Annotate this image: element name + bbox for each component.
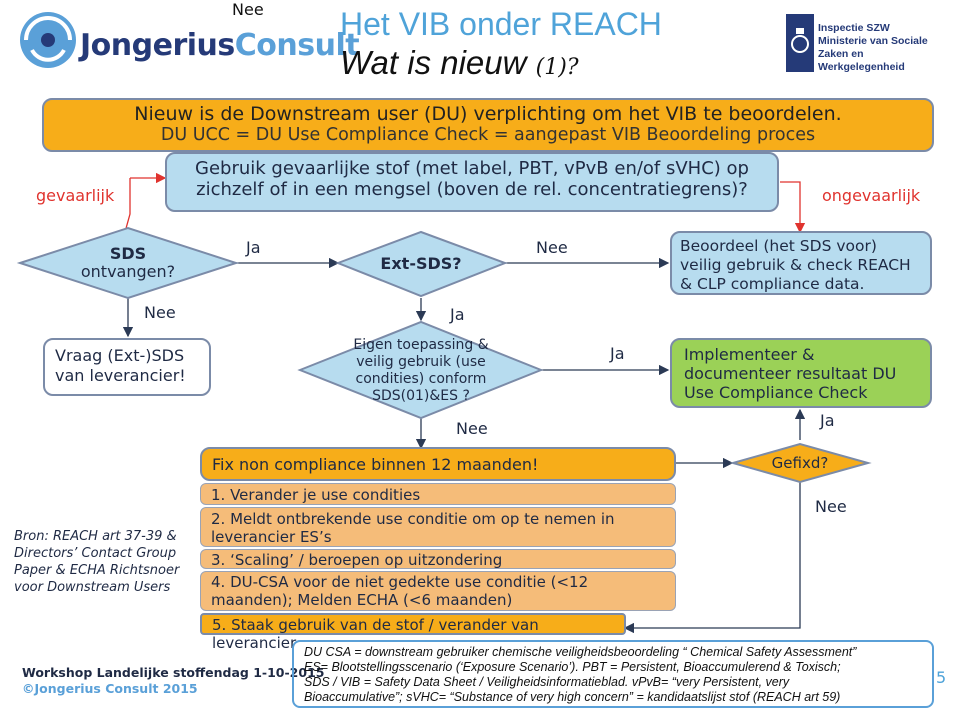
no-label-2: Nee <box>144 303 176 322</box>
no-label-4: Nee <box>815 497 847 516</box>
glossary-line1: DU CSA = downstream gebruiker chemische … <box>304 645 857 659</box>
yes-label-1: Ja <box>246 238 261 257</box>
sds-received-label: SDS ontvangen? <box>68 245 188 281</box>
question-line1: Gebruik gevaarlijke stof (met label, PBT… <box>195 158 749 179</box>
question-line2: zichzelf of in een mengsel (boven de rel… <box>196 179 748 200</box>
inspectie-line1: Inspectie SZW <box>818 22 890 34</box>
own-use-label: Eigen toepassing & veilig gebruik (use c… <box>353 337 489 404</box>
copyright-label: ©Jongerius Consult 2015 <box>22 681 198 696</box>
assess-sds-box: Beoordeel (het SDS voor) veilig gebruik … <box>670 231 932 295</box>
workshop-label: Workshop Landelijke stoffendag 1-10-2015 <box>22 665 325 680</box>
step-4: 4. DU-CSA voor de niet gedekte use condi… <box>200 571 676 611</box>
ext-sds-label: Ext-SDS? <box>380 254 462 273</box>
inspectie-line3: Werkgelegenheid <box>818 61 905 73</box>
glossary-line3: SDS / VIB = Safety Data Sheet / Veilighe… <box>304 675 790 689</box>
received-text: ontvangen? <box>80 262 176 281</box>
glossary-line2: ES= Blootstellingsscenario (‘Exposure Sc… <box>304 660 841 674</box>
logo-main-text: Jongerius <box>80 28 235 63</box>
jongerius-logo-icon <box>20 12 76 68</box>
inspectie-line2: Ministerie van Sociale Zaken en <box>818 35 928 60</box>
inspectie-text: Inspectie SZW Ministerie van Sociale Zak… <box>818 22 960 74</box>
banner-line1: Nieuw is de Downstream user (DU) verplic… <box>134 103 842 125</box>
no-label-1: Nee <box>536 238 568 257</box>
intro-banner: Nieuw is de Downstream user (DU) verplic… <box>42 98 934 152</box>
sds-text: SDS <box>109 244 147 263</box>
glossary-line4: Bioaccumulative”; sVHC= “Substance of ve… <box>304 690 841 704</box>
request-sds-box: Vraag (Ext-)SDS van leverancier! <box>43 338 211 396</box>
yes-label-2: Ja <box>450 305 465 324</box>
fix-noncompliance-box: Fix non compliance binnen 12 maanden! <box>200 447 676 481</box>
fixed-diamond <box>729 442 872 484</box>
subtitle-suffix: (1)? <box>535 55 579 80</box>
yes-label-4: Ja <box>820 411 835 430</box>
page-number: 5 <box>936 668 947 687</box>
step-3: 3. ‘Scaling’ / beroepen op uitzondering <box>200 549 676 569</box>
fixed-label: Gefixd? <box>771 454 829 472</box>
ext-sds-diamond <box>335 230 508 298</box>
subtitle-text: Wat is nieuw <box>340 44 536 81</box>
hazardous-label: gevaarlijk <box>36 186 115 205</box>
yes-label-3: Ja <box>610 344 625 363</box>
implement-box: Implementeer & documenteer resultaat DU … <box>670 338 932 408</box>
own-use-diamond <box>297 320 544 420</box>
logo-accent-text: Consult <box>234 28 360 63</box>
step-1: 1. Verander je use condities <box>200 483 676 505</box>
step-5: 5. Staak gebruik van de stof / verander … <box>200 613 626 652</box>
source-note: Bron: REACH art 37-39 & Directors’ Conta… <box>14 529 180 595</box>
step-2: 2. Meldt ontbrekende use conditie om op … <box>200 507 676 547</box>
non-hazardous-label: ongevaarlijk <box>822 186 921 205</box>
government-emblem-icon <box>786 14 814 72</box>
hazard-question-box: Gebruik gevaarlijke stof (met label, PBT… <box>165 152 779 212</box>
no-label-3: Nee <box>456 419 488 438</box>
banner-line2: DU UCC = DU Use Compliance Check = aange… <box>160 125 816 145</box>
page-subtitle: Wat is nieuw (1)? <box>340 44 579 82</box>
page-title: Het VIB onder REACH <box>340 6 662 42</box>
glossary-box: DU CSA = downstream gebruiker chemische … <box>292 640 934 708</box>
company-logo: JongeriusConsult <box>80 28 360 63</box>
sds-received-diamond <box>16 226 240 300</box>
nee-label-top: Nee <box>232 0 264 19</box>
